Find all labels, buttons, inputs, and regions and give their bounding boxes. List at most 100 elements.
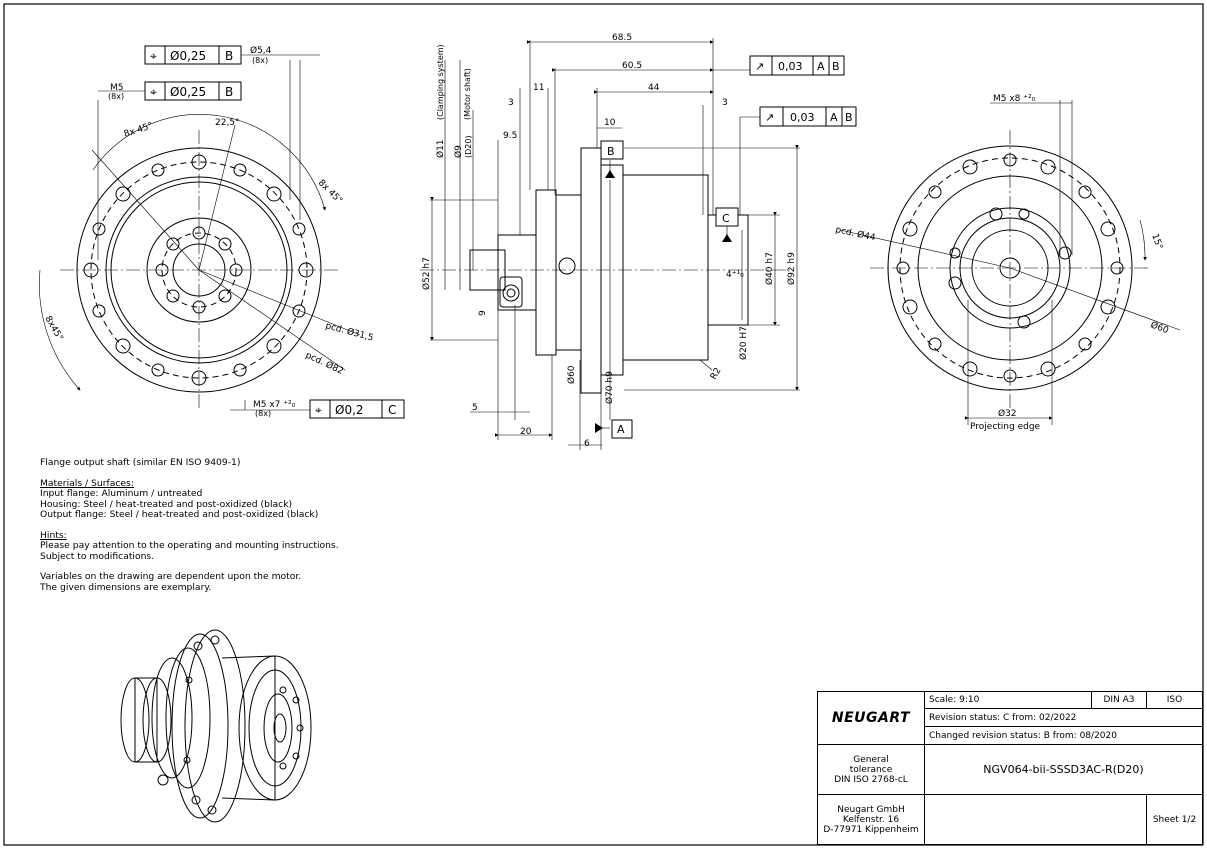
changed-revision-text: Changed revision status: B from: 08/2020: [929, 730, 1117, 741]
changed-revision-cell: Changed revision status: B from: 08/2020: [924, 726, 1203, 745]
fcf-runout-2: ↗ 0,03 A B: [759, 106, 857, 127]
svg-text:Ø0,25: Ø0,25: [170, 49, 206, 63]
dim-d11: Ø11: [435, 139, 446, 158]
dim-3b: 3: [722, 98, 728, 108]
center-side-view: [420, 38, 800, 450]
dim-r2: R2: [709, 366, 724, 381]
dim-m5: M5: [110, 83, 124, 93]
dim-68-5: 68.5: [612, 33, 632, 43]
pcd-label-2: pcd. Ø82: [304, 350, 345, 377]
dim-3a: 3: [508, 98, 514, 108]
datum-b: B: [600, 140, 624, 160]
dim-9-5: 9.5: [503, 131, 517, 141]
dim-20: 20: [520, 427, 532, 437]
svg-text:A: A: [817, 60, 825, 73]
notes-block: Flange output shaft (similar EN ISO 9409…: [40, 457, 420, 593]
dim-d92: Ø92 h9: [786, 252, 797, 285]
dim-m5-count: (8x): [108, 92, 124, 101]
sheet-border: [3, 3, 1204, 846]
svg-text:↗: ↗: [765, 111, 774, 124]
company-line: Kelfenstr. 16: [842, 814, 900, 825]
dim-m5-depth-count: (8x): [255, 409, 271, 418]
tolerance-line: DIN ISO 2768-cL: [834, 774, 908, 785]
dim-d20: (D20): [464, 135, 473, 158]
svg-text:B: B: [225, 85, 233, 99]
hints-heading: Hints:: [40, 529, 67, 541]
angle-label-3: 8x 45°: [316, 178, 344, 206]
fcf-left-bottom: ⌖ Ø0,2 C: [309, 399, 405, 419]
iso-cell: ISO: [1146, 691, 1203, 709]
dim-m5x8: M5 x8 ⁺²₀: [993, 94, 1036, 104]
title-block: NEUGART Scale: 9:10 DIN A3 ISO Revision …: [817, 691, 1203, 845]
tolerance-cell: General tolerance DIN ISO 2768-cL: [817, 744, 925, 795]
right-flange-view: [839, 100, 1181, 425]
svg-text:B: B: [607, 145, 615, 158]
dim-d9: Ø9: [453, 145, 464, 158]
material-line: Housing: Steel / heat-treated and post-o…: [40, 498, 293, 510]
datum-c: C: [715, 207, 739, 227]
variable-note: Variables on the drawing are dependent u…: [40, 571, 302, 582]
label-projecting-edge: Projecting edge: [970, 422, 1041, 432]
scale-text: Scale: 9:10: [929, 695, 980, 705]
variable-note: The given dimensions are exemplary.: [40, 581, 212, 593]
dim-5: 5: [472, 403, 478, 413]
svg-text:B: B: [845, 111, 853, 124]
dim-d40: Ø40 h7: [764, 252, 775, 285]
dim-6: 6: [584, 439, 590, 449]
part-number-cell: NGV064-bii-SSSD3AC-R(D20): [924, 744, 1203, 795]
svg-text:0,03: 0,03: [790, 111, 815, 124]
svg-text:C: C: [722, 212, 730, 225]
dim-44: 44: [648, 83, 660, 93]
material-line: Output flange: Steel / heat-treated and …: [40, 509, 319, 520]
dim-9: 9: [478, 310, 488, 316]
dim-right-d60: Ø60: [1149, 319, 1170, 336]
dim-d20-h7: Ø20 H7: [738, 326, 749, 360]
format-text: DIN A3: [1103, 695, 1135, 705]
dim-10: 10: [604, 118, 616, 128]
material-line: Input flange: Aluminum / untreated: [40, 488, 203, 499]
dim-d52: Ø52 h7: [421, 257, 432, 290]
svg-text:↗: ↗: [755, 60, 764, 73]
right-inner-holes: [948, 207, 1072, 329]
format-cell: DIN A3: [1091, 691, 1147, 709]
scale-cell: Scale: 9:10: [924, 691, 1092, 709]
left-flange-view: [39, 60, 361, 411]
dim-d32: Ø32: [998, 408, 1017, 419]
company-address-cell: Neugart GmbH Kelfenstr. 16 D-77971 Kippe…: [817, 794, 925, 845]
pcd-44: pcd. Ø44: [834, 224, 876, 243]
company-line: D-77971 Kippenheim: [823, 824, 919, 835]
isometric-gearbox-view: [120, 629, 312, 823]
sheet-cell: Sheet 1/2: [1146, 794, 1203, 845]
dim-d60: Ø60: [566, 365, 577, 384]
hint-line: Subject to modifications.: [40, 550, 155, 562]
dim-11: 11: [533, 83, 544, 93]
revision-text: Revision status: C from: 02/2022: [929, 712, 1077, 723]
label-motor-shaft: (Motor shaft): [463, 68, 472, 120]
tolerance-line: General: [853, 754, 889, 765]
company-line: Neugart GmbH: [837, 804, 905, 815]
note-flange: Flange output shaft (similar EN ISO 9409…: [40, 457, 241, 468]
svg-text:⌖: ⌖: [150, 85, 157, 99]
svg-text:⌖: ⌖: [150, 49, 157, 63]
dim-60-5: 60.5: [622, 61, 642, 71]
svg-text:C: C: [388, 403, 396, 417]
pcd-label-1: pcd. Ø31,5: [324, 320, 374, 343]
materials-heading: Materials / Surfaces:: [40, 477, 134, 489]
dim-m5-depth: M5 x7 ⁺²₀: [253, 400, 296, 410]
iso-text: ISO: [1166, 695, 1183, 705]
fcf-left-top1: ⌖ Ø0,25 B: [144, 45, 242, 65]
revision-cell: Revision status: C from: 02/2022: [924, 708, 1203, 727]
right-outer-holes: [896, 153, 1124, 383]
tolerance-line: tolerance: [849, 764, 893, 775]
svg-text:⌖: ⌖: [315, 403, 322, 417]
hint-line: Please pay attention to the operating an…: [40, 540, 339, 551]
dim-d70: Ø70 h9: [604, 371, 615, 404]
datum-a: A: [611, 419, 633, 439]
blank-cell: [924, 794, 1147, 845]
angle-15: 15°: [1149, 233, 1164, 251]
svg-text:0,03: 0,03: [778, 60, 803, 73]
svg-text:Ø0,25: Ø0,25: [170, 85, 206, 99]
company-logo: NEUGART: [817, 691, 925, 745]
dim-hole-dia: Ø5,4: [250, 45, 272, 56]
svg-text:B: B: [832, 60, 840, 73]
